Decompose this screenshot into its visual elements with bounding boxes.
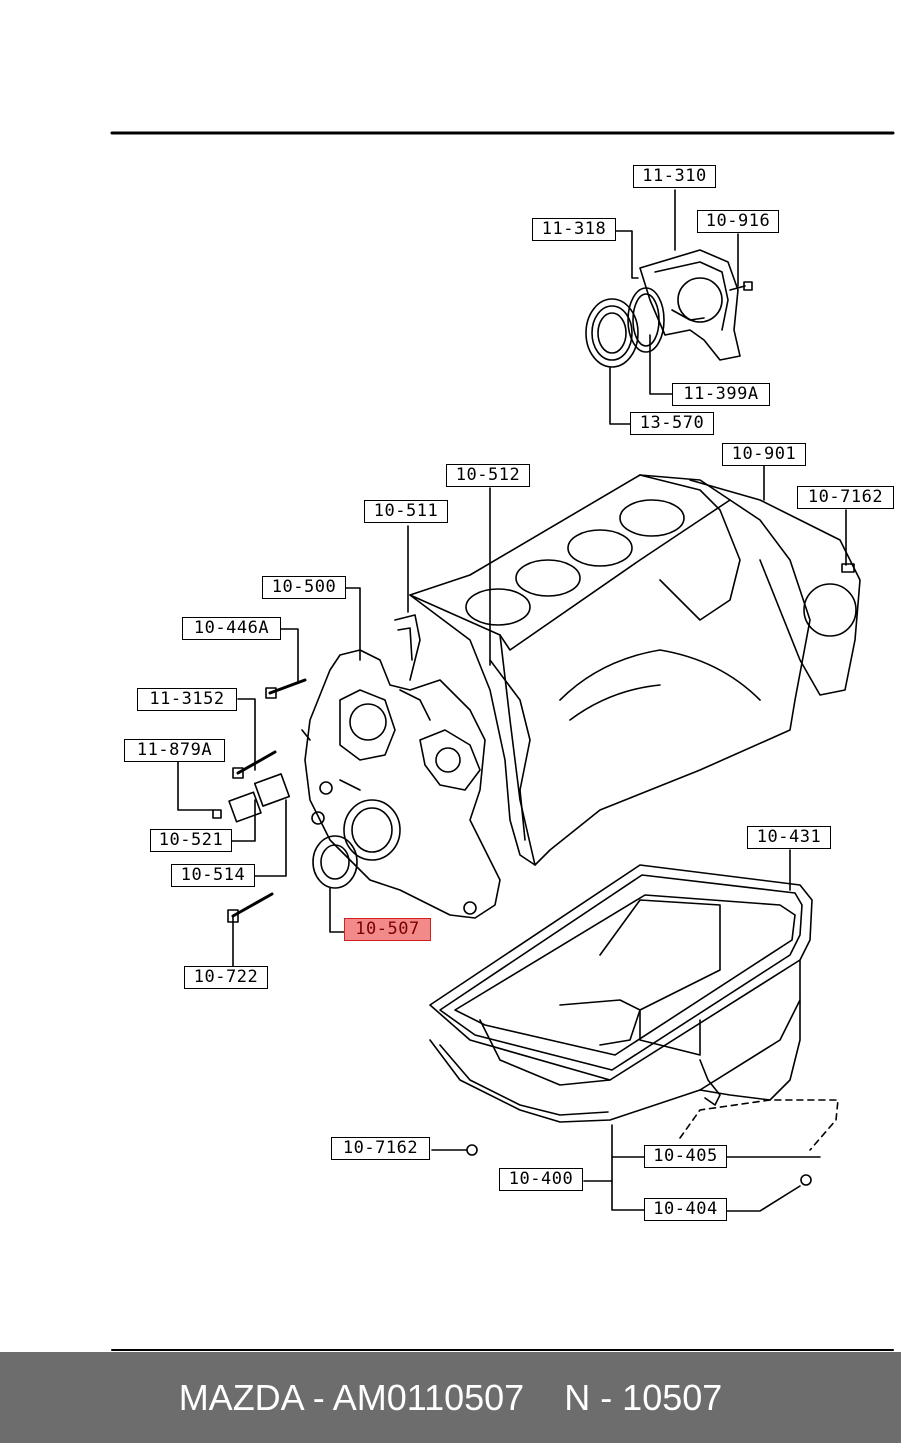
oil-pan-drawing [429,864,839,1186]
part-label-10-400[interactable]: 10-400 [499,1168,583,1191]
part-label-11-318[interactable]: 11-318 [532,218,616,241]
part-label-10-512[interactable]: 10-512 [446,464,530,487]
parts-diagram [110,131,895,1351]
part-label-10-405[interactable]: 10-405 [644,1145,727,1168]
part-label-11-399a[interactable]: 11-399A [672,383,770,406]
part-label-10-446a[interactable]: 10-446A [182,617,281,640]
part-label-10-722[interactable]: 10-722 [184,966,268,989]
part-label-10-404[interactable]: 10-404 [644,1198,727,1221]
part-label-10-901[interactable]: 10-901 [722,443,806,466]
part-label-10-7162-top[interactable]: 10-7162 [797,486,894,509]
part-label-10-514[interactable]: 10-514 [171,864,255,887]
footer-number: N - 10507 [564,1376,723,1418]
part-label-10-431[interactable]: 10-431 [747,826,831,849]
part-label-10-521[interactable]: 10-521 [150,829,232,852]
part-label-13-570[interactable]: 13-570 [630,412,714,435]
part-label-11-310[interactable]: 11-310 [633,165,716,188]
timing-cover-drawing [228,614,501,919]
rear-seal-housing-drawing [585,249,753,368]
part-label-11-3152[interactable]: 11-3152 [137,688,237,711]
part-label-11-879a[interactable]: 11-879A [124,739,225,762]
footer-bar: MAZDA - AM0110507 N - 10507 [0,1352,901,1443]
engine-block-drawing [409,474,861,866]
part-label-10-511[interactable]: 10-511 [364,500,448,523]
footer-brand-part: MAZDA - AM0110507 [178,1376,525,1418]
part-label-10-507-highlighted[interactable]: 10-507 [344,918,431,941]
part-label-10-7162-bottom[interactable]: 10-7162 [331,1137,430,1160]
part-label-10-916[interactable]: 10-916 [697,210,779,233]
part-label-10-500[interactable]: 10-500 [262,576,346,599]
